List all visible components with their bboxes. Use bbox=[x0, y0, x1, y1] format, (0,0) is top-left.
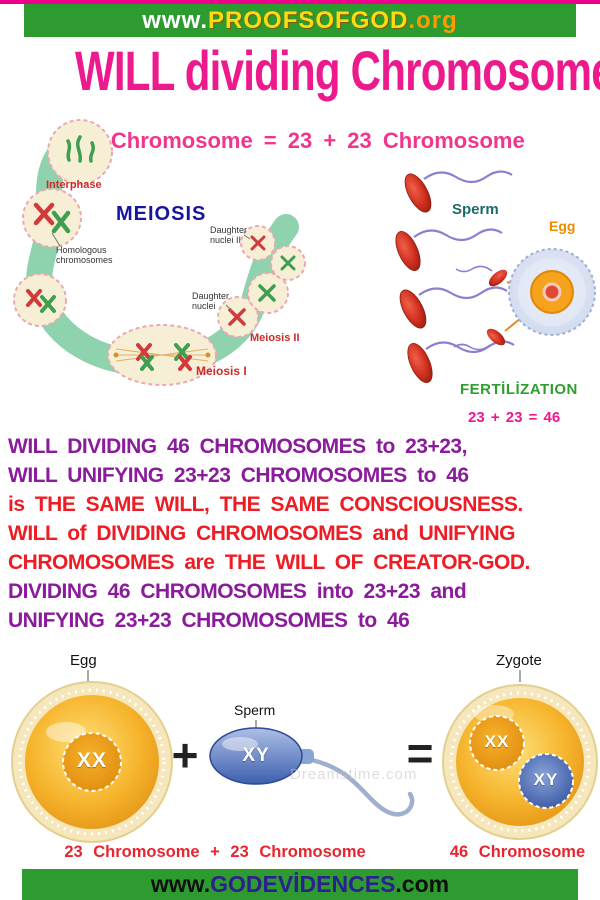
egg-xx-text: XX bbox=[76, 749, 107, 772]
sperm-xy-text: XY bbox=[242, 745, 270, 766]
zygote-xx-text: XX bbox=[484, 732, 510, 751]
sperm-label: Sperm bbox=[234, 702, 276, 718]
zygote-xy-text: XY bbox=[533, 770, 559, 789]
right-chromosome-caption: 46 Chromosome bbox=[449, 843, 586, 861]
top-site-prefix: www. bbox=[142, 6, 209, 34]
sperm-cell-icon bbox=[209, 720, 415, 817]
fertilization-equation: 23 + 23 = 46 bbox=[468, 409, 561, 426]
egg-sperm-zygote-diagram: Egg Sperm Zygote + = XX XY XX XY Dreamst… bbox=[0, 648, 600, 860]
bottom-site-name: GODEVİDENCES bbox=[210, 871, 396, 897]
body-line: WILL of DIVIDING CHROMOSOMES and UNIFYIN… bbox=[8, 522, 515, 545]
page-title: WILL dividing Chromosomes bbox=[75, 39, 600, 102]
meiosis-heading: MEIOSIS bbox=[116, 203, 207, 225]
stock-watermark: Dreamstime.com bbox=[290, 766, 418, 783]
sperm-icon bbox=[407, 340, 515, 383]
bottom-artwork bbox=[11, 670, 598, 843]
cell-interphase-icon bbox=[47, 119, 113, 185]
top-site-suffix: .org bbox=[408, 6, 458, 34]
cell-metaphase-icon bbox=[13, 273, 67, 327]
sperm-icon bbox=[395, 228, 503, 271]
zygote-label: Zygote bbox=[496, 652, 542, 669]
equals-operator: = bbox=[406, 727, 434, 779]
top-banner: www.PROOFSOFGOD.org bbox=[24, 4, 576, 37]
meiosis-ii-label: Meiosis II bbox=[250, 332, 300, 344]
body-line: CHROMOSOMES are THE WILL OF CREATOR-GOD. bbox=[8, 551, 530, 574]
body-line: UNIFYING 23+23 CHROMOSOMES to 46 bbox=[8, 609, 410, 632]
zygote-cell-icon bbox=[442, 670, 598, 840]
meiosis-fertilization-diagram: Interphase MEIOSIS Homologous chromosome… bbox=[0, 115, 600, 440]
cell-meiosis1-icon bbox=[107, 324, 217, 386]
body-line: WILL UNIFYING 23+23 CHROMOSOMES to 46 bbox=[8, 464, 469, 487]
body-line: DIVIDING 46 CHROMOSOMES into 23+23 and bbox=[8, 580, 467, 603]
bottom-site-prefix: www. bbox=[150, 871, 211, 897]
body-text-block: WILL DIVIDING 46 CHROMOSOMES to 23+23, W… bbox=[8, 432, 596, 635]
interphase-label: Interphase bbox=[46, 179, 102, 191]
subtitle-equation: 46 Chromosome = 23 + 23 Chromosome bbox=[75, 128, 525, 153]
diagram-artwork bbox=[13, 119, 596, 386]
meiosis-i-label: Meiosis I bbox=[196, 364, 247, 378]
sperm-icon bbox=[404, 170, 513, 213]
body-line: is THE SAME WILL, THE SAME CONSCIOUSNESS… bbox=[8, 493, 523, 516]
daughter-nuclei-ii-label: Daughter nuclei II bbox=[210, 225, 248, 246]
sperm-label: Sperm bbox=[452, 201, 499, 218]
homologous-chromosomes-label: Homologous chromosomes bbox=[56, 245, 113, 266]
top-magenta-border bbox=[0, 0, 600, 4]
cell-meiosis2-pair-icon bbox=[217, 272, 289, 338]
cell-homologous-icon bbox=[22, 188, 82, 248]
bottom-banner: www.GODEVİDENCES.com bbox=[22, 869, 578, 900]
cell-daughter-nuclei-icon bbox=[240, 225, 306, 281]
fertilization-label: FERTİLİZATION bbox=[460, 381, 578, 398]
left-chromosome-caption: 23 Chromosome + 23 Chromosome bbox=[64, 843, 366, 861]
egg-icon bbox=[508, 248, 596, 336]
egg-label: Egg bbox=[70, 652, 97, 669]
body-line: WILL DIVIDING 46 CHROMOSOMES to 23+23, bbox=[8, 435, 467, 458]
egg-cell-icon bbox=[11, 670, 173, 843]
egg-label: Egg bbox=[549, 218, 576, 234]
plus-operator: + bbox=[171, 729, 199, 781]
bottom-site-suffix: .com bbox=[395, 871, 450, 897]
daughter-nuclei-label: Daughter nuclei bbox=[192, 291, 230, 312]
top-site-name: PROOFSOFGOD bbox=[208, 6, 409, 34]
sperm-icon bbox=[399, 286, 508, 329]
